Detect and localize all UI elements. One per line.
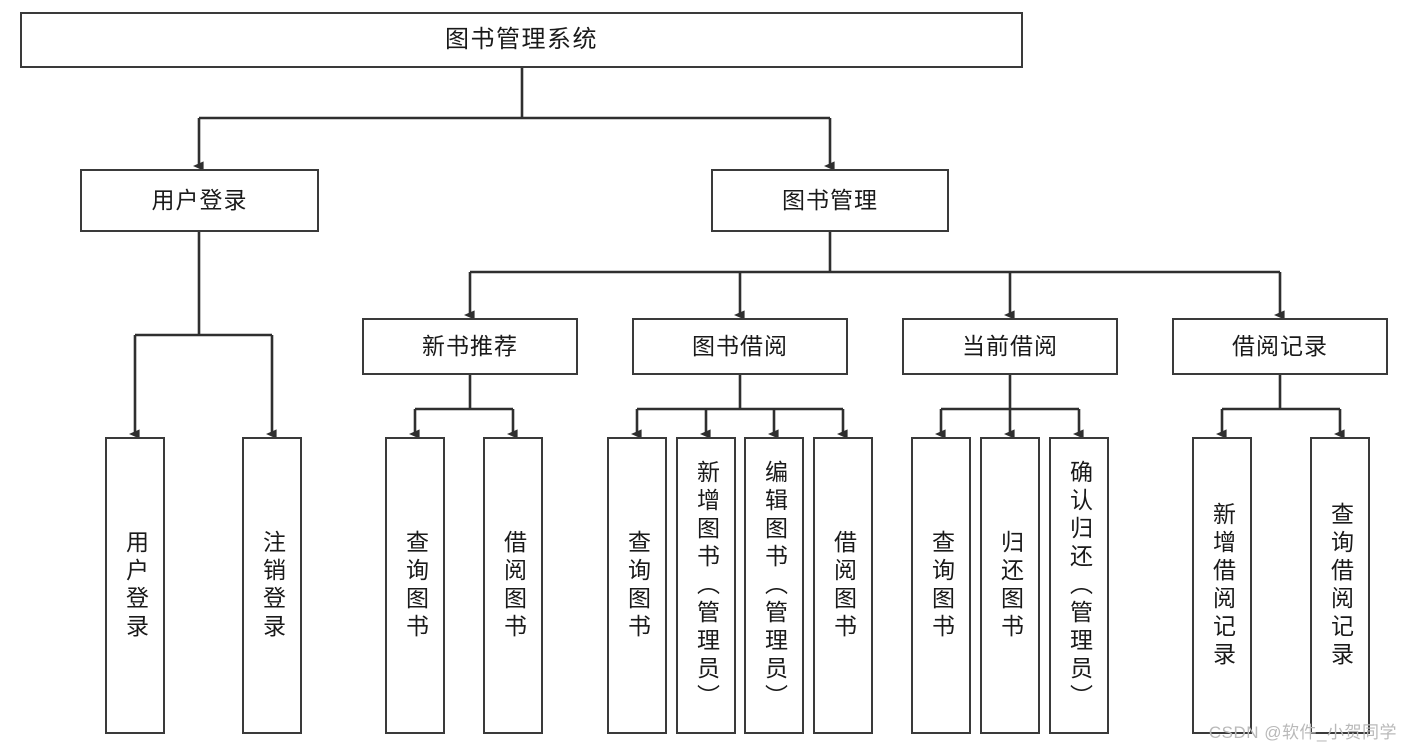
node-new-book-recommend-label: 新书推荐 [422, 332, 518, 359]
watermark: CSDN @软件_小贺同学 [1208, 723, 1397, 742]
node-root[interactable]: 图书管理系统 [20, 12, 1023, 68]
node-root-label: 图书管理系统 [445, 25, 598, 53]
node-leaf-rec-add-record[interactable]: 新增借阅记录 [1192, 437, 1252, 734]
node-leaf-bor-edit-book-label: 编辑图书（管理员） [761, 459, 788, 712]
node-book-borrow[interactable]: 图书借阅 [632, 318, 848, 375]
node-leaf-cur-return-book-label: 归还图书 [997, 529, 1024, 642]
node-leaf-cur-confirm-return[interactable]: 确认归还（管理员） [1049, 437, 1109, 734]
node-leaf-bor-edit-book[interactable]: 编辑图书（管理员） [744, 437, 804, 734]
node-current-borrow-label: 当前借阅 [962, 332, 1058, 359]
node-user-login[interactable]: 用户登录 [80, 169, 319, 232]
node-leaf-bor-borrow-book-label: 借阅图书 [830, 529, 857, 642]
node-leaf-bor-query-book[interactable]: 查询图书 [607, 437, 667, 734]
node-user-login-label: 用户登录 [151, 186, 248, 213]
node-leaf-user-login-label: 用户登录 [122, 529, 149, 642]
node-book-manage[interactable]: 图书管理 [711, 169, 949, 232]
node-leaf-user-login[interactable]: 用户登录 [105, 437, 165, 734]
node-leaf-logout[interactable]: 注销登录 [242, 437, 302, 734]
node-leaf-bor-add-book[interactable]: 新增图书（管理员） [676, 437, 736, 734]
node-leaf-cur-query-book-label: 查询图书 [928, 529, 955, 642]
node-book-manage-label: 图书管理 [782, 186, 878, 213]
node-leaf-rec-query-book-label: 查询图书 [402, 529, 429, 642]
node-leaf-logout-label: 注销登录 [259, 529, 286, 642]
node-leaf-rec-add-record-label: 新增借阅记录 [1209, 501, 1236, 670]
node-book-borrow-label: 图书借阅 [692, 332, 788, 359]
node-leaf-cur-query-book[interactable]: 查询图书 [911, 437, 971, 734]
node-leaf-bor-add-book-label: 新增图书（管理员） [693, 459, 720, 712]
node-leaf-bor-borrow-book[interactable]: 借阅图书 [813, 437, 873, 734]
node-leaf-cur-return-book[interactable]: 归还图书 [980, 437, 1040, 734]
node-new-book-recommend[interactable]: 新书推荐 [362, 318, 578, 375]
node-current-borrow[interactable]: 当前借阅 [902, 318, 1118, 375]
node-leaf-rec-borrow-book[interactable]: 借阅图书 [483, 437, 543, 734]
node-borrow-record[interactable]: 借阅记录 [1172, 318, 1388, 375]
node-leaf-rec-borrow-book-label: 借阅图书 [500, 529, 527, 642]
node-leaf-rec-query-book[interactable]: 查询图书 [385, 437, 445, 734]
node-leaf-rec-query-record-label: 查询借阅记录 [1327, 501, 1354, 670]
node-borrow-record-label: 借阅记录 [1232, 332, 1328, 359]
node-leaf-rec-query-record[interactable]: 查询借阅记录 [1310, 437, 1370, 734]
node-leaf-bor-query-book-label: 查询图书 [624, 529, 651, 642]
node-leaf-cur-confirm-return-label: 确认归还（管理员） [1066, 459, 1093, 712]
